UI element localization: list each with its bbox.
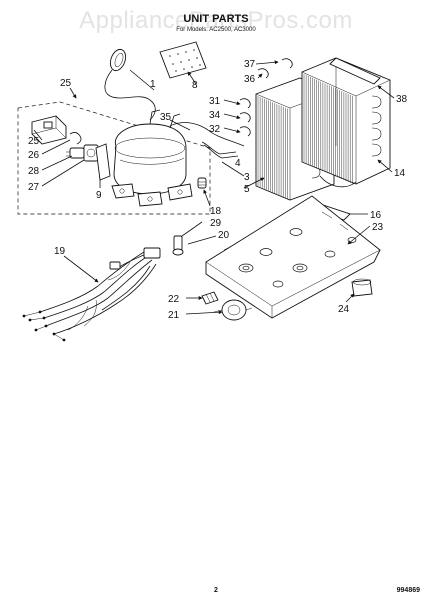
suction-tube xyxy=(201,141,237,155)
clip-36 xyxy=(257,68,269,79)
callout-22: 21 xyxy=(168,310,180,321)
callout-16: 16 xyxy=(370,210,382,221)
callout-29: 28 xyxy=(28,166,40,177)
foam-strip-38 xyxy=(329,57,381,85)
overload-cover xyxy=(31,115,67,145)
clip-34 xyxy=(239,112,251,123)
callout-19: 19 xyxy=(54,246,66,257)
terminal-block xyxy=(201,291,219,305)
callout-31: 31 xyxy=(209,96,221,107)
page-number: 2 xyxy=(214,587,218,594)
screw-18 xyxy=(197,177,207,189)
suction-tube-2 xyxy=(203,144,239,159)
callout-3: 3 xyxy=(244,172,250,183)
callout-14: 14 xyxy=(394,168,406,179)
watermark-text: AppliancePartsPros.com xyxy=(79,7,353,34)
clip-37 xyxy=(281,58,293,69)
document-code: 994869 xyxy=(397,587,420,594)
callout-9: 9 xyxy=(96,190,102,201)
callout-8: 8 xyxy=(192,80,198,91)
callout-32: 32 xyxy=(209,124,221,135)
insulation-pad xyxy=(159,41,207,79)
overload-clip xyxy=(69,132,82,145)
overload-relay xyxy=(66,144,99,162)
stud-30 xyxy=(172,235,184,256)
callout-35: 35 xyxy=(160,112,172,123)
callout-25: 25 xyxy=(60,78,72,89)
callout-21: 23 xyxy=(372,222,384,233)
callout-34: 34 xyxy=(209,110,221,121)
callout-labels: 25 1 8 37 36 38 31 34 32 35 3 4 5 14 16 … xyxy=(28,59,408,321)
callout-36: 36 xyxy=(244,74,256,85)
discharge-tube xyxy=(169,122,245,147)
capillary-tube xyxy=(104,48,156,121)
callout-23: 22 xyxy=(168,294,180,305)
base-pan xyxy=(205,195,381,319)
callout-27: 26 xyxy=(28,150,40,161)
callout-20: 20 xyxy=(218,230,230,241)
callout-18: 18 xyxy=(210,206,222,217)
callout-5: 5 xyxy=(244,184,250,195)
callout-28: 27 xyxy=(28,182,40,193)
mounting-bracket xyxy=(95,143,111,181)
callout-24: 24 xyxy=(338,304,350,315)
clip-31 xyxy=(239,98,251,109)
fan-motor xyxy=(213,299,253,321)
callout-26: 25 xyxy=(28,136,40,147)
leveling-foot xyxy=(351,278,373,297)
callout-37: 37 xyxy=(244,59,256,70)
leader-lines xyxy=(33,60,395,315)
compressor-group-outline xyxy=(17,101,211,215)
callout-1: 1 xyxy=(150,79,156,90)
callout-30: 29 xyxy=(210,218,222,229)
callout-38: 38 xyxy=(396,94,408,105)
diagram-subtitle: For Models: AC2500, AC3000 xyxy=(176,27,256,33)
clip-32 xyxy=(239,126,251,137)
condenser-coil xyxy=(301,57,391,188)
callout-4: 4 xyxy=(235,158,241,169)
wiring-harness xyxy=(22,247,161,342)
compressor xyxy=(111,109,193,207)
diagram-title: UNIT PARTS xyxy=(183,13,248,25)
